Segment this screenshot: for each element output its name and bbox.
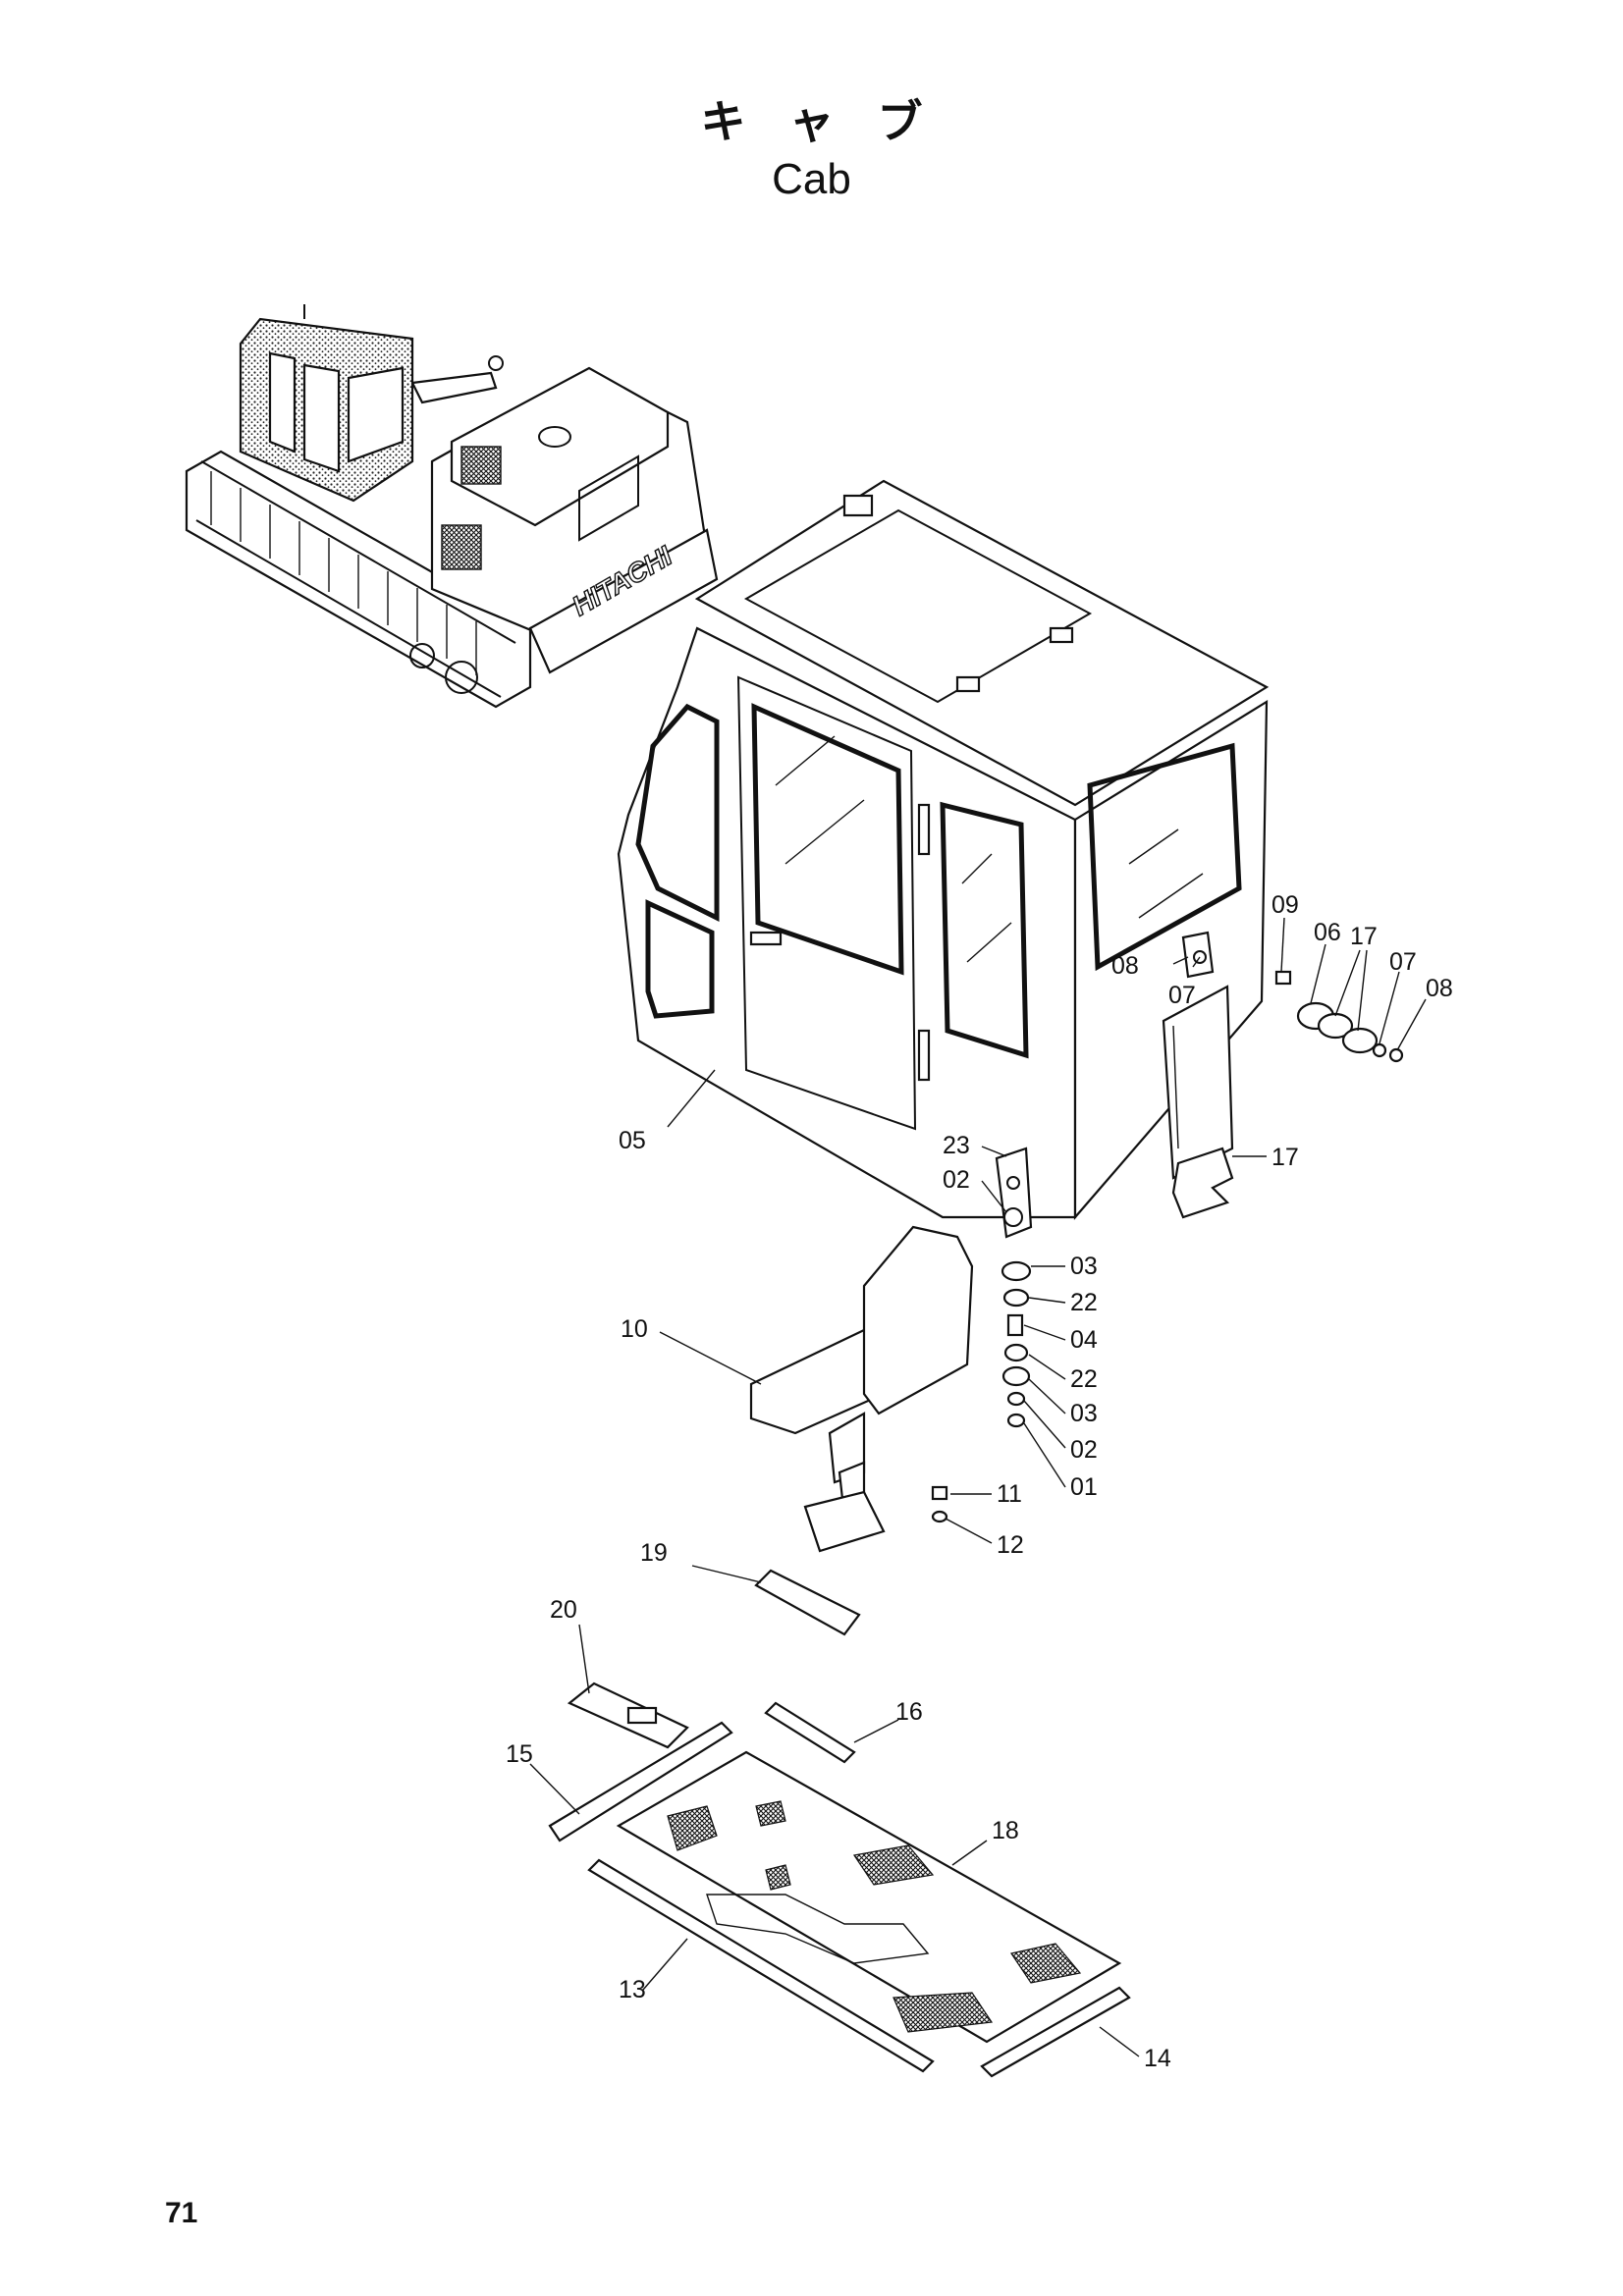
callout-08-right: 08 [1426,975,1453,1002]
callout-07-left: 07 [1168,982,1196,1009]
page-title-english: Cab [772,155,851,203]
callout-07-right: 07 [1389,948,1417,976]
callout-01: 01 [1070,1473,1098,1501]
cab-mount-stack [931,1260,1032,1523]
part-17-bracket [1171,1147,1234,1219]
part-19-plate [754,1569,861,1636]
callout-13: 13 [619,1976,646,2003]
callout-02-lower: 02 [1070,1436,1098,1464]
part-16-bar [764,1701,856,1764]
page-title-japanese: キャブ [700,95,966,148]
part-14-bar [980,1986,1131,2078]
part-18-floor-panel [616,1750,1122,2044]
callout-15: 15 [506,1740,533,1768]
callout-05: 05 [619,1127,646,1154]
part-15-bar [548,1721,733,1842]
callout-22-upper: 22 [1070,1289,1098,1316]
callout-22-lower: 22 [1070,1365,1098,1393]
callout-11: 11 [997,1480,1022,1508]
callout-20: 20 [550,1596,577,1624]
callout-10: 10 [621,1315,648,1343]
side-hardware-group [1274,970,1404,1063]
callout-03-upper: 03 [1070,1253,1098,1280]
cab-assembly [617,479,1270,1239]
callout-12: 12 [997,1531,1024,1559]
callout-04: 04 [1070,1326,1098,1354]
callout-03-lower: 03 [1070,1400,1098,1427]
part-13-bar [587,1858,935,2073]
callout-08-left: 08 [1111,952,1139,980]
callout-16: 16 [895,1698,923,1726]
operator-seat [749,1225,974,1553]
callout-14: 14 [1144,2045,1171,2072]
excavator-overview-illustration: HITACHI [185,304,719,709]
callout-23: 23 [943,1132,970,1159]
callout-02-upper: 02 [943,1166,970,1194]
callout-19: 19 [640,1539,668,1567]
callout-09: 09 [1271,891,1299,919]
callout-17: 17 [1271,1144,1299,1171]
callout-06: 06 [1314,919,1341,946]
page-number: 71 [165,2197,198,2229]
callout-labels: 09 06 17 07 08 08 07 17 23 02 05 03 22 0… [506,891,1453,2072]
callout-21: 17 [1350,923,1378,950]
callout-18: 18 [992,1817,1019,1844]
